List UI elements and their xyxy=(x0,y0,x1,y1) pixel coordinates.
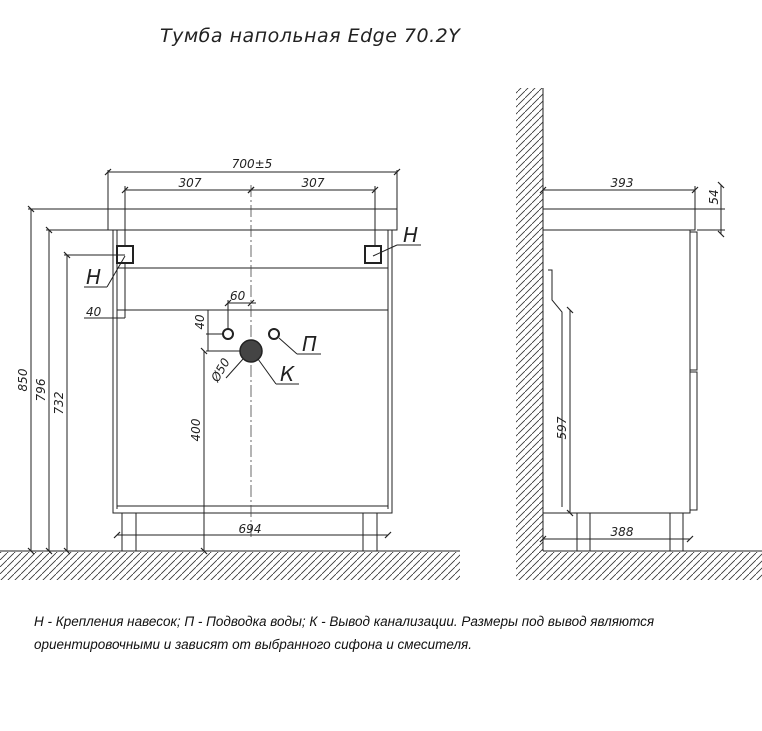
water-inlet-right xyxy=(268,328,280,340)
drain-outlet xyxy=(239,339,263,363)
dim-half-left: 307 xyxy=(179,176,202,190)
label-mount-right: Н xyxy=(403,223,418,247)
label-drain: К xyxy=(280,362,295,386)
dim-mount-offset: 40 xyxy=(86,305,102,319)
cabinet-body xyxy=(112,229,393,514)
dim-height-total: 850 xyxy=(16,368,30,391)
note-line-2: ориентировочными и зависят от выбранного… xyxy=(34,637,473,652)
note-line-1: Н - Крепления навесок; П - Подводка воды… xyxy=(34,614,655,629)
dim-height-body: 796 xyxy=(34,378,48,401)
dim-drain-height: 400 xyxy=(189,418,203,441)
front-view: 700±5 307 307 850 796 732 40 60 40 xyxy=(0,157,460,580)
wall-hatch xyxy=(516,88,543,553)
side-leg-back xyxy=(576,512,591,552)
dim-door-height: 597 xyxy=(555,416,569,439)
countertop xyxy=(107,208,398,231)
dim-height-mount: 732 xyxy=(52,392,66,415)
dim-half-right: 307 xyxy=(302,176,325,190)
dim-drain-diameter: Ø50 xyxy=(208,355,233,385)
dim-depth-body: 388 xyxy=(611,525,634,539)
side-floor-hatch xyxy=(516,552,762,580)
dim-pipe-spacing: 60 xyxy=(230,289,246,303)
side-countertop xyxy=(542,208,696,231)
dim-width-total: 700±5 xyxy=(232,157,273,171)
dim-top-thickness: 54 xyxy=(707,189,721,204)
side-body xyxy=(542,229,691,514)
water-inlet-left xyxy=(222,328,234,340)
dim-depth-top: 393 xyxy=(611,176,634,190)
leg-right xyxy=(362,512,378,552)
side-view: 393 54 597 388 xyxy=(516,88,762,580)
side-door-lower xyxy=(689,371,698,511)
label-mount-left: Н xyxy=(86,265,101,289)
leg-left xyxy=(121,512,137,552)
drawing-title: Тумба напольная Edge 70.2Y xyxy=(160,25,461,47)
label-water: П xyxy=(302,332,317,356)
dim-inner-width: 694 xyxy=(239,522,262,536)
side-leg-front xyxy=(669,512,684,552)
dim-pipe-height: 40 xyxy=(193,314,207,330)
floor-hatch xyxy=(0,552,460,580)
mount-bracket-right xyxy=(364,245,382,264)
side-door-upper xyxy=(689,231,698,371)
